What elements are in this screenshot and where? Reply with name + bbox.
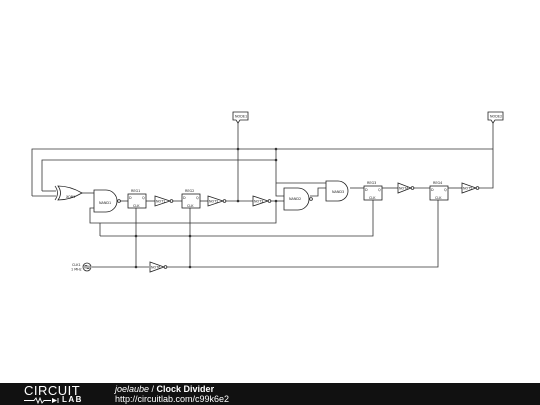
svg-text:NOT6: NOT6 xyxy=(151,266,160,270)
svg-text:REG3: REG3 xyxy=(367,181,376,185)
svg-text:D: D xyxy=(183,196,186,200)
svg-text:REG2: REG2 xyxy=(185,189,194,193)
reg2-register: REG2 D Q CLK xyxy=(181,189,201,209)
logo-waveform-icon xyxy=(24,397,59,404)
circuit-title: Clock Divider xyxy=(156,384,215,394)
reg4-register: REG4 D Q CLK xyxy=(429,181,449,201)
logo-text-bottom: LAB xyxy=(62,395,83,404)
svg-text:NODE2: NODE2 xyxy=(490,115,502,119)
nand1-gate: NAND1 xyxy=(93,189,121,213)
svg-text:REG4: REG4 xyxy=(433,181,442,185)
node1-label: NODE1 xyxy=(232,111,249,124)
svg-text:NAND1: NAND1 xyxy=(99,201,111,205)
svg-text:CLK1: CLK1 xyxy=(72,263,81,267)
author-name[interactable]: joelaube xyxy=(115,384,150,394)
node2-label: NODE2 xyxy=(487,111,504,124)
svg-text:CLK: CLK xyxy=(133,204,140,208)
not4-gate: NOT4 xyxy=(397,182,415,194)
svg-text:NODE1: NODE1 xyxy=(235,115,247,119)
svg-text:D: D xyxy=(365,188,368,192)
svg-text:REG1: REG1 xyxy=(131,189,140,193)
not2-gate: NOT2 xyxy=(207,195,227,207)
svg-text:NOT4: NOT4 xyxy=(399,187,408,191)
xor-gate: XOR1 xyxy=(54,185,83,201)
svg-text:Q: Q xyxy=(378,188,381,192)
circuit-schematic: NODE1 NODE2 XOR1 NAND1 REG1 D Q CLK NOT1… xyxy=(31,111,504,273)
svg-text:1 MHz: 1 MHz xyxy=(71,268,82,272)
svg-text:NAND3: NAND3 xyxy=(332,190,344,194)
not5-gate: NOT5 xyxy=(461,182,480,194)
not1-gate: NOT1 xyxy=(154,195,174,207)
not3-gate: NOT3 xyxy=(252,195,272,207)
reg3-register: REG3 D Q CLK xyxy=(363,181,383,201)
circuit-url-link[interactable]: http://circuitlab.com/c99k6e2 xyxy=(115,394,230,404)
svg-text:NOT5: NOT5 xyxy=(463,187,472,191)
nand2-gate: NAND2 xyxy=(283,187,313,211)
svg-text:Q: Q xyxy=(444,188,447,192)
svg-text:NAND2: NAND2 xyxy=(289,197,301,201)
nand3-gate: NAND3 xyxy=(325,180,349,202)
svg-text:NOT1: NOT1 xyxy=(156,200,165,204)
circuit-credit: joelaube / Clock Divider xyxy=(115,384,214,394)
svg-text:Q: Q xyxy=(142,196,145,200)
circuitlab-logo[interactable]: CIRCUIT LAB xyxy=(24,384,104,405)
svg-text:Q: Q xyxy=(196,196,199,200)
reg1-register: REG1 D Q CLK xyxy=(127,189,147,209)
svg-text:CLK: CLK xyxy=(435,196,442,200)
footer-bar: CIRCUIT LAB joelaube / Clock Divider htt… xyxy=(0,383,540,405)
not6-gate: NOT6 xyxy=(149,261,168,273)
svg-text:D: D xyxy=(431,188,434,192)
junction-dots xyxy=(134,147,278,269)
svg-text:CLK: CLK xyxy=(369,196,376,200)
svg-text:NOT2: NOT2 xyxy=(209,200,218,204)
clock-source: CLK1 1 MHz xyxy=(71,262,92,272)
svg-text:D: D xyxy=(129,196,132,200)
svg-text:XOR1: XOR1 xyxy=(66,195,75,199)
logo-text-top: CIRCUIT xyxy=(24,383,81,398)
svg-text:CLK: CLK xyxy=(187,204,194,208)
svg-text:NOT3: NOT3 xyxy=(254,200,263,204)
credit-separator: / xyxy=(149,384,157,394)
